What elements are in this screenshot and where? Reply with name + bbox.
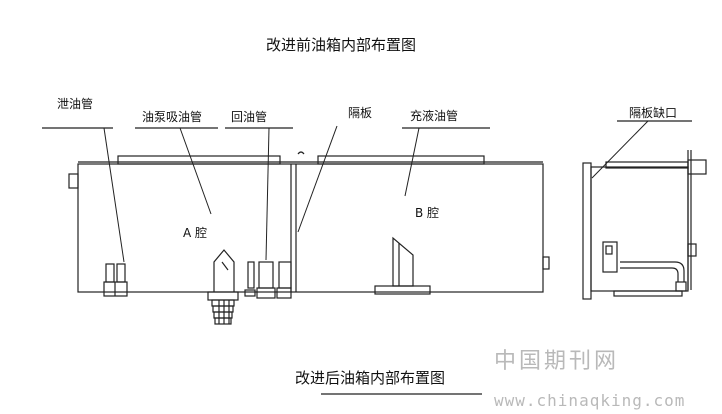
partition-plate (290, 164, 297, 292)
drain-pipe-shapes (103, 263, 128, 297)
leader-lines (103, 120, 649, 263)
label-return-pipe: 回油管 (231, 110, 268, 124)
top-title: 改进前油箱内部布置图 (266, 36, 417, 54)
label-partition: 隔板 (348, 106, 373, 120)
label-underlines (42, 120, 692, 395)
bottom-title: 改进后油箱内部布置图 (295, 369, 446, 387)
label-drain-pipe: 泄油管 (57, 97, 94, 111)
return-pipe-shapes (244, 261, 292, 299)
oil-tank-side-view (68, 151, 550, 293)
fill-pipe-shape (374, 236, 431, 295)
oil-tank-end-view (582, 150, 707, 300)
label-chamber-a: A 腔 (183, 226, 208, 240)
watermark-line2: www.chinaqking.com (494, 391, 686, 410)
label-chamber-b: B 腔 (415, 206, 440, 220)
label-fill-pipe: 充液油管 (410, 109, 459, 123)
label-pump-suction-pipe: 油泵吸油管 (142, 110, 203, 124)
pump-suction-pipe-shape (207, 249, 239, 325)
label-partition-gap: 隔板缺口 (629, 106, 678, 120)
watermark-line1: 中国期刊网 (494, 349, 620, 374)
